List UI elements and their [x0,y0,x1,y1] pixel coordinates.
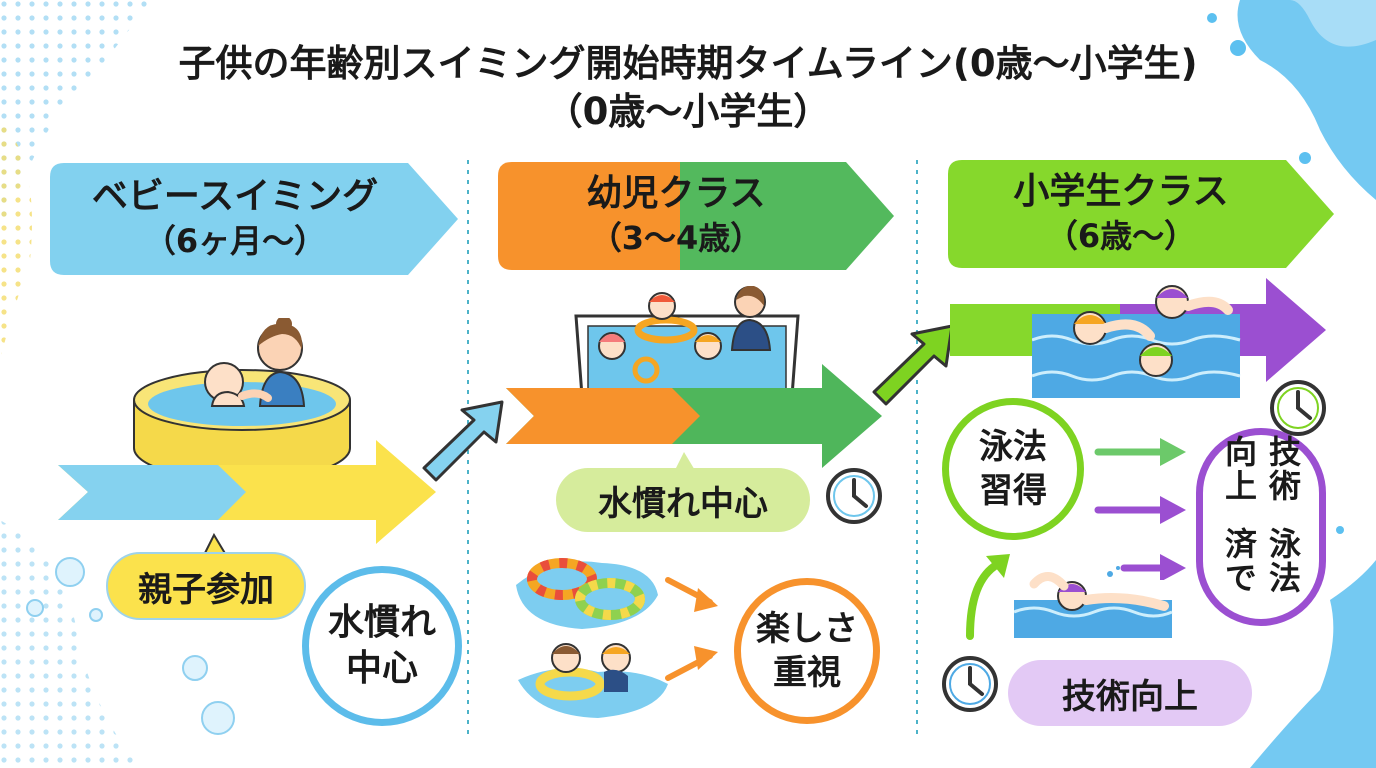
circle-stroke-learning: 泳法 習得 [942,398,1084,540]
arrow-icon [966,554,1010,640]
circle-line-1: 楽しさ [756,609,858,649]
arrows-to-advanced [1094,438,1186,580]
header-elementary: 小学生クラス （6歳〜） [948,160,1334,268]
pool-icon [574,286,800,398]
pill-tail [674,452,696,472]
pool-icon [133,318,351,478]
bubble-icon [26,557,235,735]
header-toddler-title: 幼児クラス [586,173,766,214]
header-baby-title: ベビースイミング [91,176,379,217]
pill-water-center: 水慣れ中心 [556,468,810,532]
arrows-to-fun [665,577,718,681]
header-toddler: 幼児クラス （3〜4歳） [498,162,894,270]
circle-line-2: 中心 [345,648,418,689]
header-arrow-toddler [498,162,894,270]
circle-line-1: 水慣れ [327,602,436,643]
header-arrow-baby [50,163,458,275]
swim-ring-icon [516,558,658,629]
header-toddler-age: （3〜4歳） [589,219,763,257]
dot-pattern-bottom-left [0,520,140,768]
circle-line-2: 習得 [979,471,1047,511]
dot-pattern-left [0,120,32,360]
arrow-icon [872,324,954,406]
header-elementary-age: （6歳〜） [1045,217,1197,255]
pill-parent-child: 親子参加 [106,552,306,620]
capsule-line-1: 泳法済で [1220,527,1302,595]
clock-icon [1270,380,1326,436]
timeline-arrow-toddler [506,364,882,468]
capsule-advanced-text: 泳法済で 技術向上 [1217,435,1305,619]
header-baby-age: （6ヶ月〜） [143,222,327,260]
page-title: 子供の年齢別スイミング開始時期タイムライン(0歳〜小学生) [178,42,1198,85]
arrow-icon [422,400,504,482]
swimmer-icon [518,643,668,718]
clock-icon [826,468,882,524]
splash-icon [1237,0,1376,200]
circle-line-1: 泳法 [979,427,1047,467]
page-subtitle: （0歳〜小学生） [545,90,831,133]
splash-icon [1250,560,1376,768]
clock-icon [942,656,998,712]
swimmer-icon [1014,566,1173,638]
circle-line-2: 重視 [773,653,841,693]
header-baby: ベビースイミング （6ヶ月〜） [50,163,460,275]
capsule-line-2: 技術向上 [1220,435,1302,503]
dot-pattern-top-left [0,0,150,230]
circle-fun-focus: 楽しさ 重視 [734,578,880,724]
pill-skill-improvement: 技術向上 [1008,660,1252,726]
swimmer-icon [1032,285,1241,398]
circle-water-familiarization: 水慣れ 中心 [302,566,462,726]
capsule-advanced: 泳法済で 技術向上 [1196,428,1326,626]
header-elementary-title: 小学生クラス [1013,171,1229,212]
header-arrow-elementary [948,160,1334,268]
timeline-arrow-baby [58,440,436,544]
